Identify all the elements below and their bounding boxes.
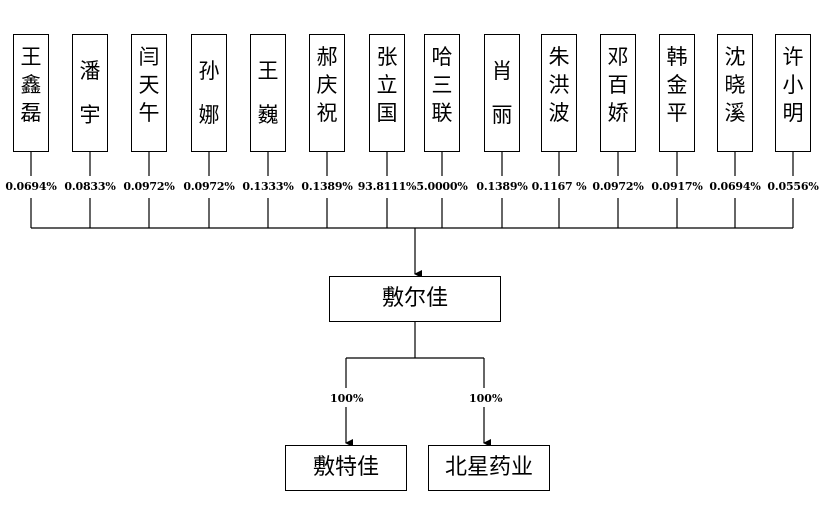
shareholder-name: 潘宇 [79,59,101,127]
subsidiary-box-1: 敷特佳 [285,445,407,491]
shareholder-box: 韩金平 [659,34,695,152]
shareholder-box: 沈晓溪 [717,34,753,152]
shareholder-box: 孙娜 [191,34,227,152]
shareholder-pct: 0.1389% [476,180,528,193]
subsidiary-name-2: 北星药业 [444,455,533,480]
shareholder-box: 潘宇 [72,34,108,152]
subsidiary-pct-1: 100% [330,392,364,405]
shareholder-pct: 0.1333% [242,180,294,193]
shareholder-name: 张立国 [376,45,398,125]
shareholder-box: 王鑫磊 [13,34,49,152]
shareholder-box: 张立国 [369,34,405,152]
shareholder-box: 许小明 [775,34,811,152]
shareholder-pct: 0.0972% [592,180,644,193]
shareholder-name: 孙娜 [198,59,220,127]
shareholder-pct: 0.0556% [767,180,819,193]
shareholder-name: 邓百娇 [607,45,629,125]
shareholder-name: 闫天午 [138,45,160,125]
shareholder-box: 闫天午 [131,34,167,152]
shareholder-name: 许小明 [782,45,804,125]
shareholder-name: 韩金平 [666,45,688,125]
subsidiary-pct-2: 100% [469,392,503,405]
shareholder-name: 肖丽 [491,59,513,127]
shareholder-box: 郝庆祝 [309,34,345,152]
subsidiary-name-1: 敷特佳 [312,455,379,480]
shareholder-box: 朱洪波 [541,34,577,152]
parent-company-name: 敷尔佳 [381,286,448,311]
shareholder-pct: 0.0972% [183,180,235,193]
shareholder-name: 哈三联 [431,45,453,125]
shareholder-pct: 0.0833% [64,180,116,193]
shareholder-pct: 5.0000% [416,180,468,193]
shareholder-name: 王巍 [257,59,279,127]
connector-lines [30,152,794,447]
shareholder-name: 朱洪波 [548,45,570,125]
shareholder-name: 郝庆祝 [316,45,338,125]
parent-company-box: 敷尔佳 [329,276,501,322]
shareholder-pct: 0.1167 % [531,180,587,193]
shareholder-pct: 0.1389% [301,180,353,193]
shareholder-pct: 0.0694% [709,180,761,193]
shareholder-box: 邓百娇 [600,34,636,152]
shareholder-box: 肖丽 [484,34,520,152]
shareholder-box: 哈三联 [424,34,460,152]
shareholder-pct: 0.0694% [5,180,57,193]
shareholder-pct: 93.8111% [357,180,417,193]
subsidiary-box-2: 北星药业 [428,445,550,491]
shareholder-name: 沈晓溪 [724,45,746,125]
shareholder-pct: 0.0972% [123,180,175,193]
shareholder-box: 王巍 [250,34,286,152]
shareholder-pct: 0.0917% [651,180,703,193]
shareholder-name: 王鑫磊 [20,45,42,125]
